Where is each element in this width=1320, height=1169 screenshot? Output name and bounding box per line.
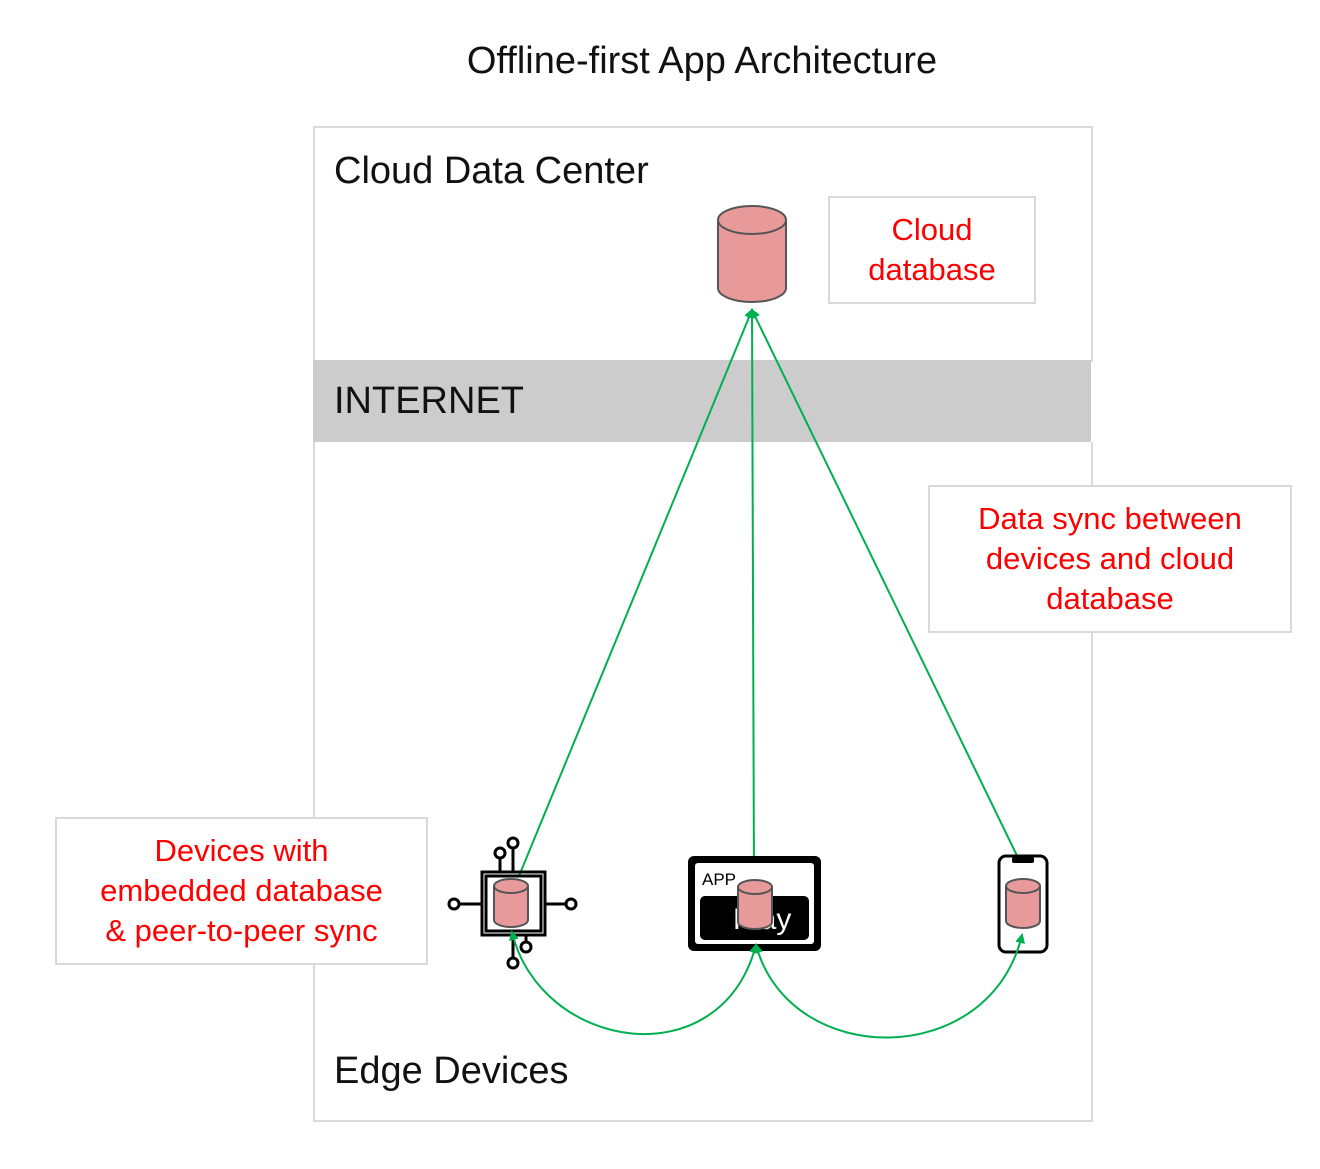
tablet-cloud-arrow [747, 308, 759, 880]
devices-callout: Devices with embedded database & peer-to… [55, 817, 428, 965]
callout-line: database [1046, 581, 1174, 616]
callout-line: devices and cloud [985, 541, 1235, 576]
cloud-db-callout: Cloud database [828, 196, 1036, 304]
internet-label: INTERNET [334, 380, 524, 422]
tablet-app-text: APP [702, 870, 736, 889]
tablet-phone-arc [753, 933, 1026, 1039]
callout-line: & peer-to-peer sync [105, 913, 378, 948]
chip-database-icon [493, 878, 529, 928]
callout-line: Devices with [154, 833, 329, 868]
callout-line: embedded database [100, 873, 383, 908]
chip-cloud-arrow [510, 308, 754, 895]
chip-tablet-arc [508, 930, 759, 1036]
cloud-label: Cloud Data Center [334, 150, 649, 192]
phone-database-icon [1005, 878, 1041, 929]
cloud-sync-arrows [510, 308, 1024, 895]
callout-line: Cloud [891, 212, 973, 247]
edge-label: Edge Devices [334, 1050, 569, 1092]
cloud-database-icon [717, 205, 787, 303]
diagram-title: Offline-first App Architecture [466, 40, 938, 82]
phone-cloud-arrow [750, 308, 1024, 868]
tablet-database-icon [737, 879, 773, 930]
peer-sync-arrows [508, 930, 1026, 1039]
callout-line: database [868, 252, 996, 287]
